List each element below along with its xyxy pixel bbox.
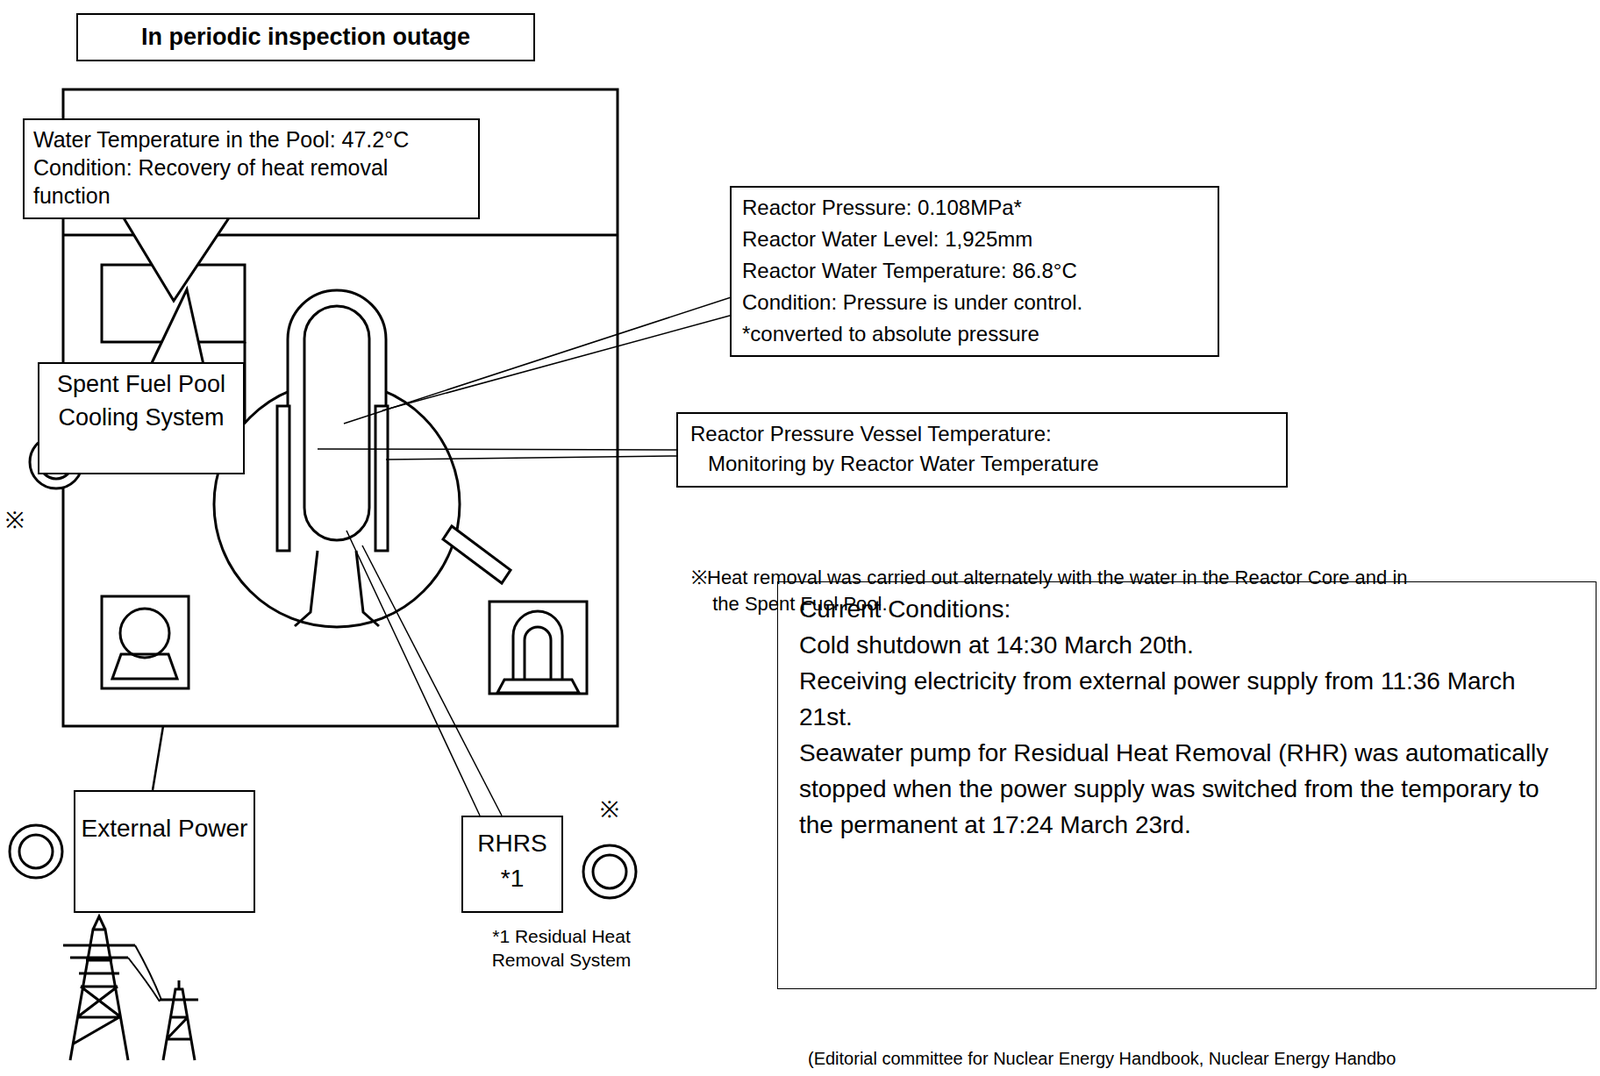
box-text: Water Temperature in the Pool: 47.2°C (33, 125, 470, 154)
box-text: Reactor Pressure Vessel Temperature: (690, 419, 1274, 450)
tank (120, 608, 170, 658)
status-circle (19, 835, 53, 869)
leader-line (382, 308, 756, 411)
box-text: Cold shutdown at 14:30 March 20th. (799, 627, 1575, 664)
box-text: Reactor Water Temperature: 86.8°C (742, 255, 1208, 287)
caption: (Editorial committee for Nuclear Energy … (807, 1047, 1396, 1071)
box-text: Spent Fuel Pool Cooling System (44, 367, 238, 435)
leader-line (362, 545, 502, 816)
box-text: Reactor Water Level: 1,925mm (742, 223, 1208, 256)
system-box: RHRS *1 (461, 815, 564, 914)
system-box: Spent Fuel Pool Cooling System (37, 362, 245, 475)
box-text: *converted to absolute pressure (742, 318, 1208, 350)
leader-line (385, 456, 677, 460)
callout-box: Reactor Pressure Vessel Temperature:Moni… (676, 412, 1288, 488)
box-text: Condition: Pressure is under control. (742, 286, 1208, 319)
callout-tail (150, 289, 204, 365)
box-text: Reactor Pressure: 0.108MPa* (742, 192, 1208, 224)
note-label: ※ (600, 796, 629, 823)
pump (497, 611, 579, 693)
status-circle (583, 845, 636, 899)
title-box: In periodic inspection outage (76, 13, 536, 62)
box-text: Monitoring by Reactor Water Temperature (690, 449, 1274, 479)
conditions-box: Current Conditions:Cold shutdown at 14:3… (777, 581, 1597, 990)
leader-line (343, 289, 756, 424)
status-circle (9, 825, 63, 879)
box-text: Current Conditions: (799, 591, 1575, 628)
note-label: ※Heat removal was carried out alternatel… (691, 564, 1411, 618)
callout-box: Water Temperature in the Pool: 47.2°CCon… (22, 118, 480, 220)
note-label: *1 Residual Heat Removal System (473, 924, 650, 972)
pedestal (294, 550, 379, 627)
equipment-room (101, 596, 189, 689)
leader-line (152, 726, 164, 791)
system-box: External Power (73, 790, 256, 914)
tank-base (112, 654, 178, 679)
jet-pump (277, 406, 290, 551)
jet-pump (375, 406, 388, 551)
status-circle (592, 855, 627, 889)
box-text: RHRS *1 (466, 826, 558, 897)
box-text: Condition: Recovery of heat removal func… (33, 153, 470, 210)
reactor-pressure-vessel (304, 306, 370, 541)
leader-line (346, 530, 480, 816)
callout-tail (122, 216, 230, 301)
leader-line (317, 449, 677, 450)
box-text: Seawater pump for Residual Heat Removal … (799, 735, 1575, 843)
box-text: External Power (80, 811, 249, 847)
transmission-tower (63, 916, 199, 1061)
callout-box: Reactor Pressure: 0.108MPa*Reactor Water… (729, 185, 1220, 358)
drywell-head (287, 290, 386, 551)
equipment-room (489, 601, 587, 694)
pipe (442, 526, 511, 584)
box-text: Receiving electricity from external powe… (799, 663, 1575, 736)
note-label: ※ (5, 507, 32, 534)
